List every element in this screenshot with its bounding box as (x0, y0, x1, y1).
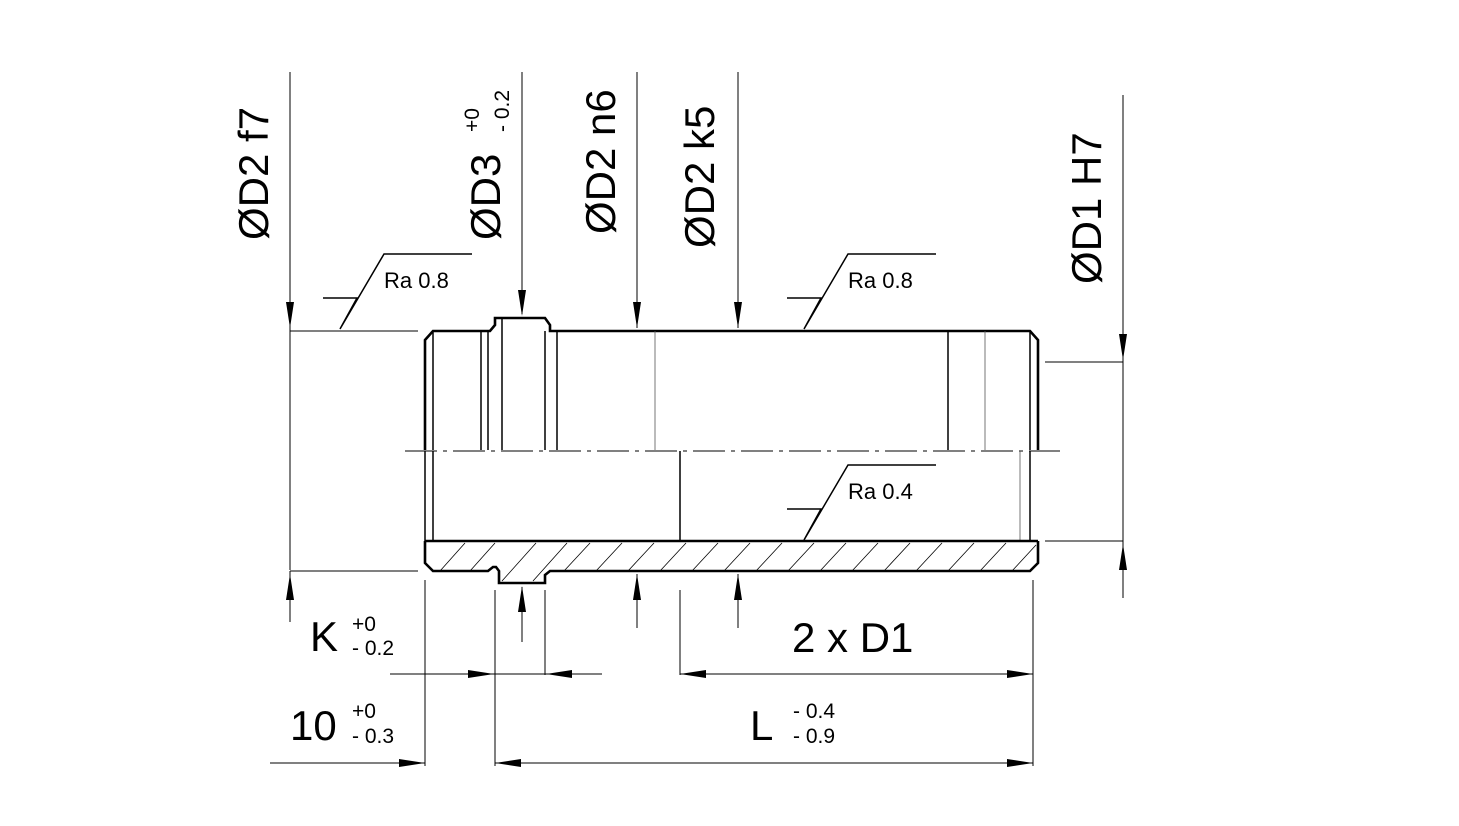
dim-10: 10 (290, 702, 337, 749)
dimension-lines (270, 72, 1127, 767)
dim-2xd1: 2 x D1 (792, 614, 913, 661)
dim-d3-tol-upper: +0 (461, 108, 484, 132)
surface-finish-left: Ra 0.8 (323, 253, 472, 330)
dim-d3: ØD3 (462, 154, 509, 240)
dim-10-tol-lower: - 0.3 (352, 725, 394, 748)
part-outline (405, 316, 1060, 585)
dim-d2-n6: ØD2 n6 (577, 89, 624, 234)
surface-finish-label: Ra 0.8 (384, 268, 449, 293)
surface-finish-bore: Ra 0.4 (787, 464, 936, 541)
dim-k: K (310, 613, 338, 660)
dim-l-tol-upper: - 0.4 (793, 700, 835, 723)
dim-k-tol-upper: +0 (352, 613, 376, 636)
dim-k-tol-lower: - 0.2 (352, 637, 394, 660)
dim-10-tol-upper: +0 (352, 700, 376, 723)
dim-d1-h7: ØD1 H7 (1063, 132, 1110, 284)
dim-l-tol-lower: - 0.9 (793, 725, 835, 748)
section-hatching (439, 542, 1037, 582)
surface-finish-right: Ra 0.8 (787, 253, 936, 330)
dim-d3-tol-lower: - 0.2 (491, 90, 514, 132)
surface-finish-label: Ra 0.8 (848, 268, 913, 293)
dim-l: L (750, 702, 773, 749)
dimension-labels: ØD2 f7 ØD3 +0 - 0.2 ØD2 n6 ØD2 k5 ØD1 H7… (230, 89, 1110, 749)
surface-finish-label: Ra 0.4 (848, 479, 913, 504)
dim-d2-k5: ØD2 k5 (676, 106, 723, 248)
dim-d2-f7: ØD2 f7 (230, 107, 277, 240)
